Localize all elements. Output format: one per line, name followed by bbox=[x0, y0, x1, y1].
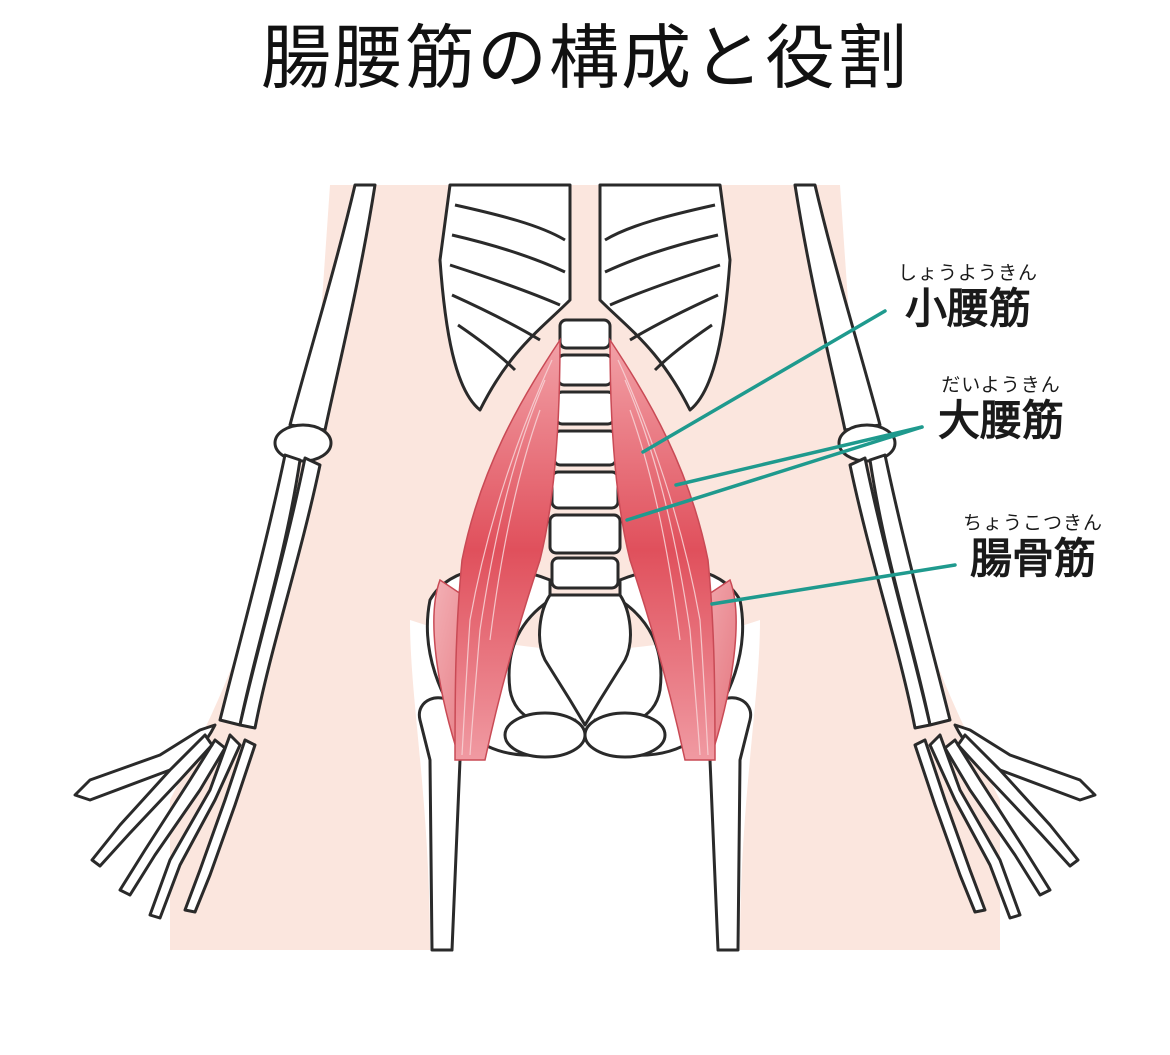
label-psoas-major: だいようきん 大腰筋 bbox=[922, 374, 1080, 446]
psoas-major-left bbox=[454, 337, 561, 761]
leader-lines bbox=[625, 309, 957, 606]
leader-line-psoas-major-lower bbox=[625, 425, 924, 522]
leader-line-psoas-major-upper bbox=[674, 425, 924, 487]
label-ruby: ちょうこつきん bbox=[962, 512, 1103, 534]
page-title: 腸腰筋の構成と役割 bbox=[261, 17, 909, 99]
label-iliacus: ちょうこつきん 腸骨筋 bbox=[948, 512, 1118, 584]
leader-line-psoas-minor bbox=[641, 309, 887, 454]
label-psoas-minor: しょうようきん 小腰筋 bbox=[888, 262, 1048, 334]
label-name: 腸骨筋 bbox=[969, 534, 1096, 583]
label-ruby: だいようきん bbox=[941, 374, 1061, 396]
leader-line-iliacus bbox=[710, 563, 957, 606]
spine bbox=[548, 318, 622, 590]
right-arm-bones bbox=[793, 183, 1097, 920]
psoas-major-right bbox=[609, 337, 716, 761]
iliopsoas-muscles bbox=[433, 337, 737, 761]
left-arm-bones bbox=[73, 183, 377, 920]
rib-cage bbox=[438, 183, 732, 412]
label-name: 小腰筋 bbox=[904, 284, 1031, 333]
label-name: 大腰筋 bbox=[937, 396, 1064, 445]
label-ruby: しょうようきん bbox=[897, 262, 1038, 284]
